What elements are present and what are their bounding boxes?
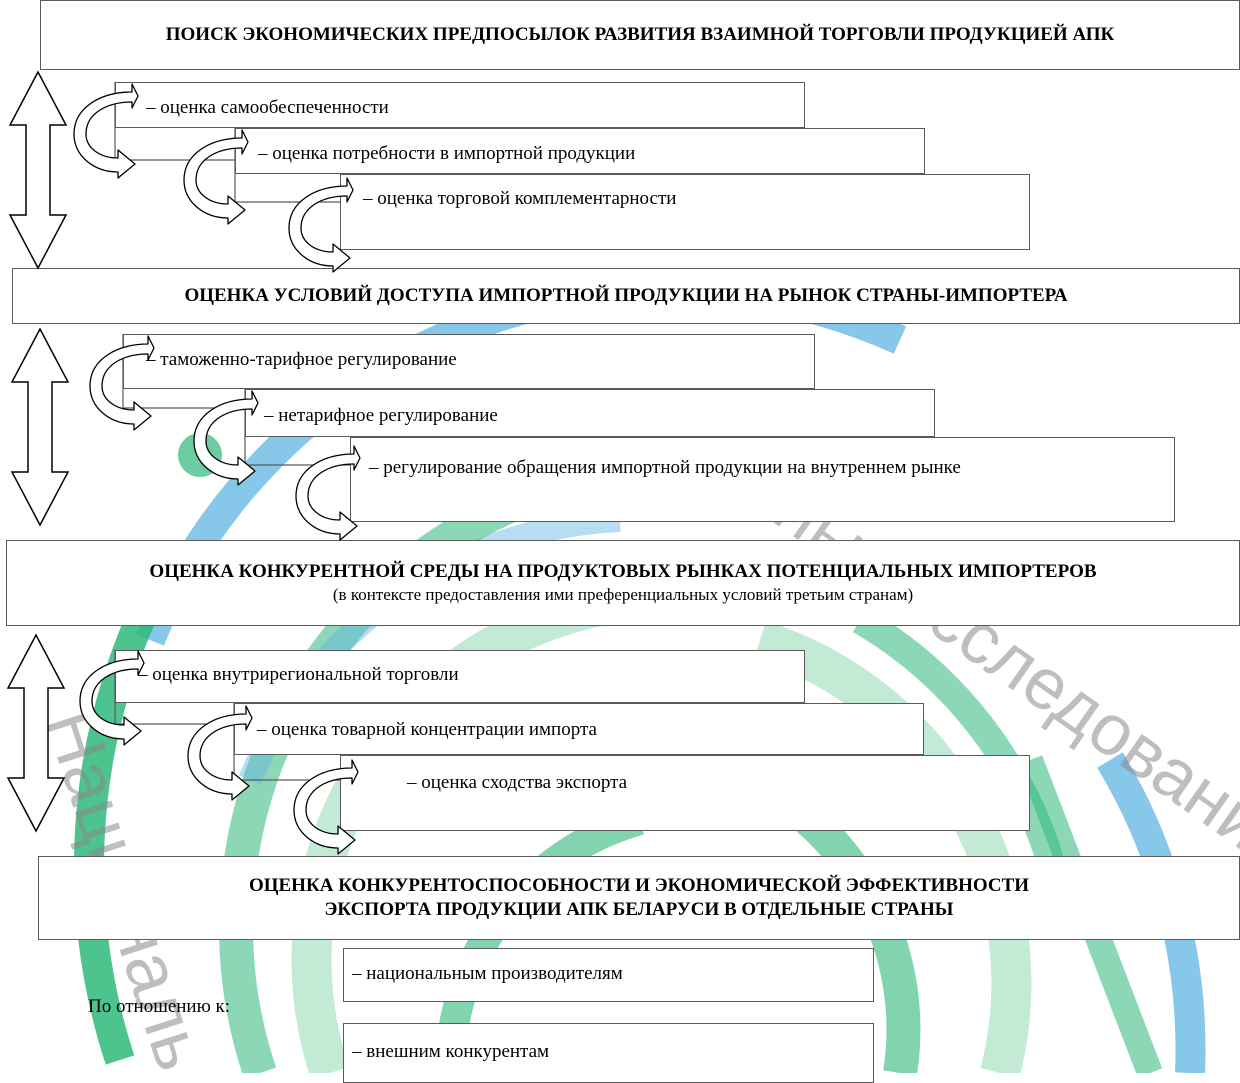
stage-3-item-2: – оценка товарной концентрации импорта [234,703,924,755]
stage-1-item-1: – оценка самообеспеченности [115,82,805,128]
stage-4-item-1: – национальным производителям [343,948,874,1002]
curved-arrow-icon [183,129,249,225]
stage-3-item-3: – оценка сходства экспорта [340,755,1030,831]
stage-3-item-1: – оценка внутрирегиональной торговли [115,650,805,703]
curved-arrow-icon [288,177,354,273]
stage-2-title: ОЦЕНКА УСЛОВИЙ ДОСТУПА ИМПОРТНОЙ ПРОДУКЦ… [184,285,1068,306]
stage-3-title: ОЦЕНКА КОНКУРЕНТНОЙ СРЕДЫ НА ПРОДУКТОВЫХ… [149,561,1097,582]
stage-2-item-2: – нетарифное регулирование [245,389,935,437]
stage-1-item-2: – оценка потребности в импортной продукц… [235,128,925,174]
stage-3-subtitle: (в контексте предоставления ими преферен… [332,585,914,604]
stage-4-title-line-1: ОЦЕНКА КОНКУРЕНТОСПОСОБНОСТИ И ЭКОНОМИЧЕ… [248,875,1030,896]
curved-arrow-icon [187,705,253,801]
stage-2-item-1: – таможенно-тарифное регулирование [123,334,815,389]
double-arrow-icon [8,70,68,270]
stage-4-header: ОЦЕНКА КОНКУРЕНТОСПОСОБНОСТИ И ЭКОНОМИЧЕ… [38,856,1240,940]
relation-label: По отношению к: [88,996,231,1017]
stage-1-item-3: – оценка торговой комплементарности [340,174,1030,250]
curved-arrow-icon [73,83,139,179]
stage-2-item-3: – регулирование обращения импортной прод… [350,437,1175,522]
double-arrow-icon [6,633,66,833]
curved-arrow-icon [293,759,359,855]
stage-1-title: ПОИСК ЭКОНОМИЧЕСКИХ ПРЕДПОСЫЛОК РАЗВИТИЯ… [165,24,1115,45]
stage-4-item-2: – внешним конкурентам [343,1023,874,1083]
curved-arrow-icon [295,445,361,541]
stage-1-header: ПОИСК ЭКОНОМИЧЕСКИХ ПРЕДПОСЫЛОК РАЗВИТИЯ… [40,0,1240,70]
stage-2-header: ОЦЕНКА УСЛОВИЙ ДОСТУПА ИМПОРТНОЙ ПРОДУКЦ… [12,268,1240,324]
stage-4-title-line-2: ЭКСПОРТА ПРОДУКЦИИ АПК БЕЛАРУСИ В ОТДЕЛЬ… [324,899,954,920]
double-arrow-icon [10,327,70,527]
curved-arrow-icon [79,650,145,746]
curved-arrow-icon [89,335,155,431]
curved-arrow-icon [193,390,259,486]
stage-3-header: ОЦЕНКА КОНКУРЕНТНОЙ СРЕДЫ НА ПРОДУКТОВЫХ… [6,540,1240,626]
